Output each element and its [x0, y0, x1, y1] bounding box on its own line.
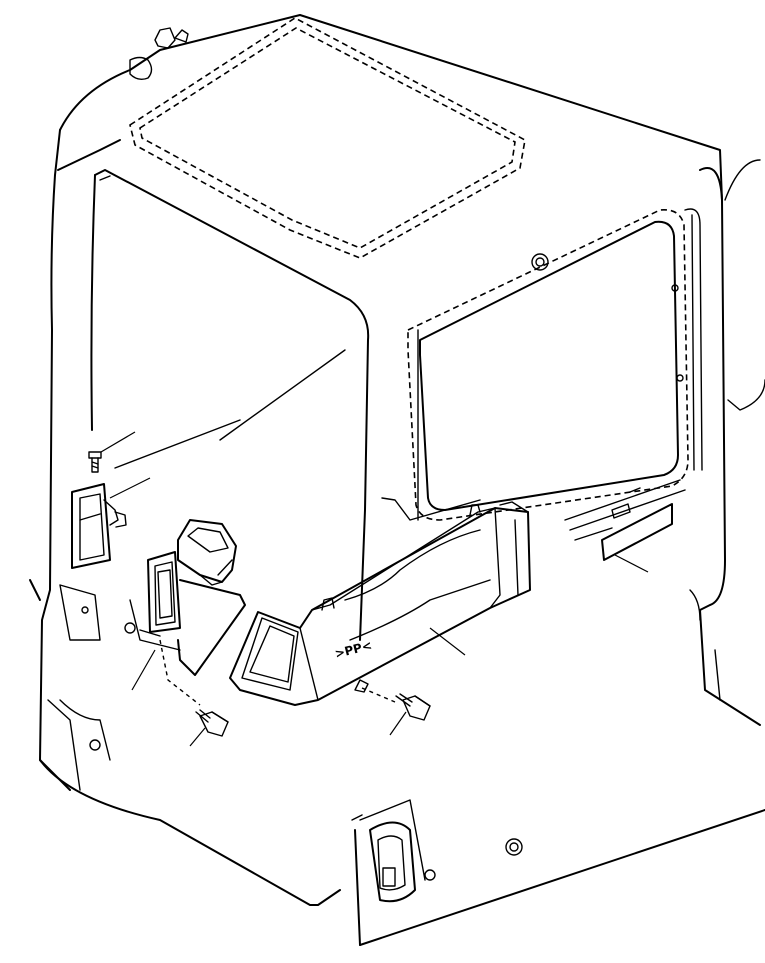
leader-bolt-bottom-left [189, 727, 206, 747]
leader-bolt-top [100, 431, 136, 453]
bolt-top [88, 431, 136, 473]
door-window [407, 208, 703, 521]
door-side-lines [351, 497, 481, 821]
roof-window [129, 17, 526, 259]
material-mark: >PP< [333, 638, 373, 661]
left-post-details [47, 584, 111, 791]
leader-duct-bracket [131, 649, 156, 691]
bolt-bottom-left [189, 709, 229, 747]
label-plate [564, 479, 686, 573]
door-rear-frame [699, 159, 765, 726]
duct-elbow [177, 519, 237, 586]
leader-main-duct [429, 627, 466, 656]
main-air-duct: >PP< [229, 501, 531, 706]
bolt-bottom-right [389, 693, 431, 736]
vent-nozzle-left [71, 477, 151, 569]
duct-bracket [124, 551, 246, 706]
cab-frame [29, 14, 765, 946]
leader-vent-nozzle [109, 477, 151, 499]
leader-label-plate [614, 554, 649, 573]
front-window [90, 169, 370, 641]
leader-bolt-bottom-right [389, 711, 407, 736]
door-lower-panel [359, 589, 701, 903]
